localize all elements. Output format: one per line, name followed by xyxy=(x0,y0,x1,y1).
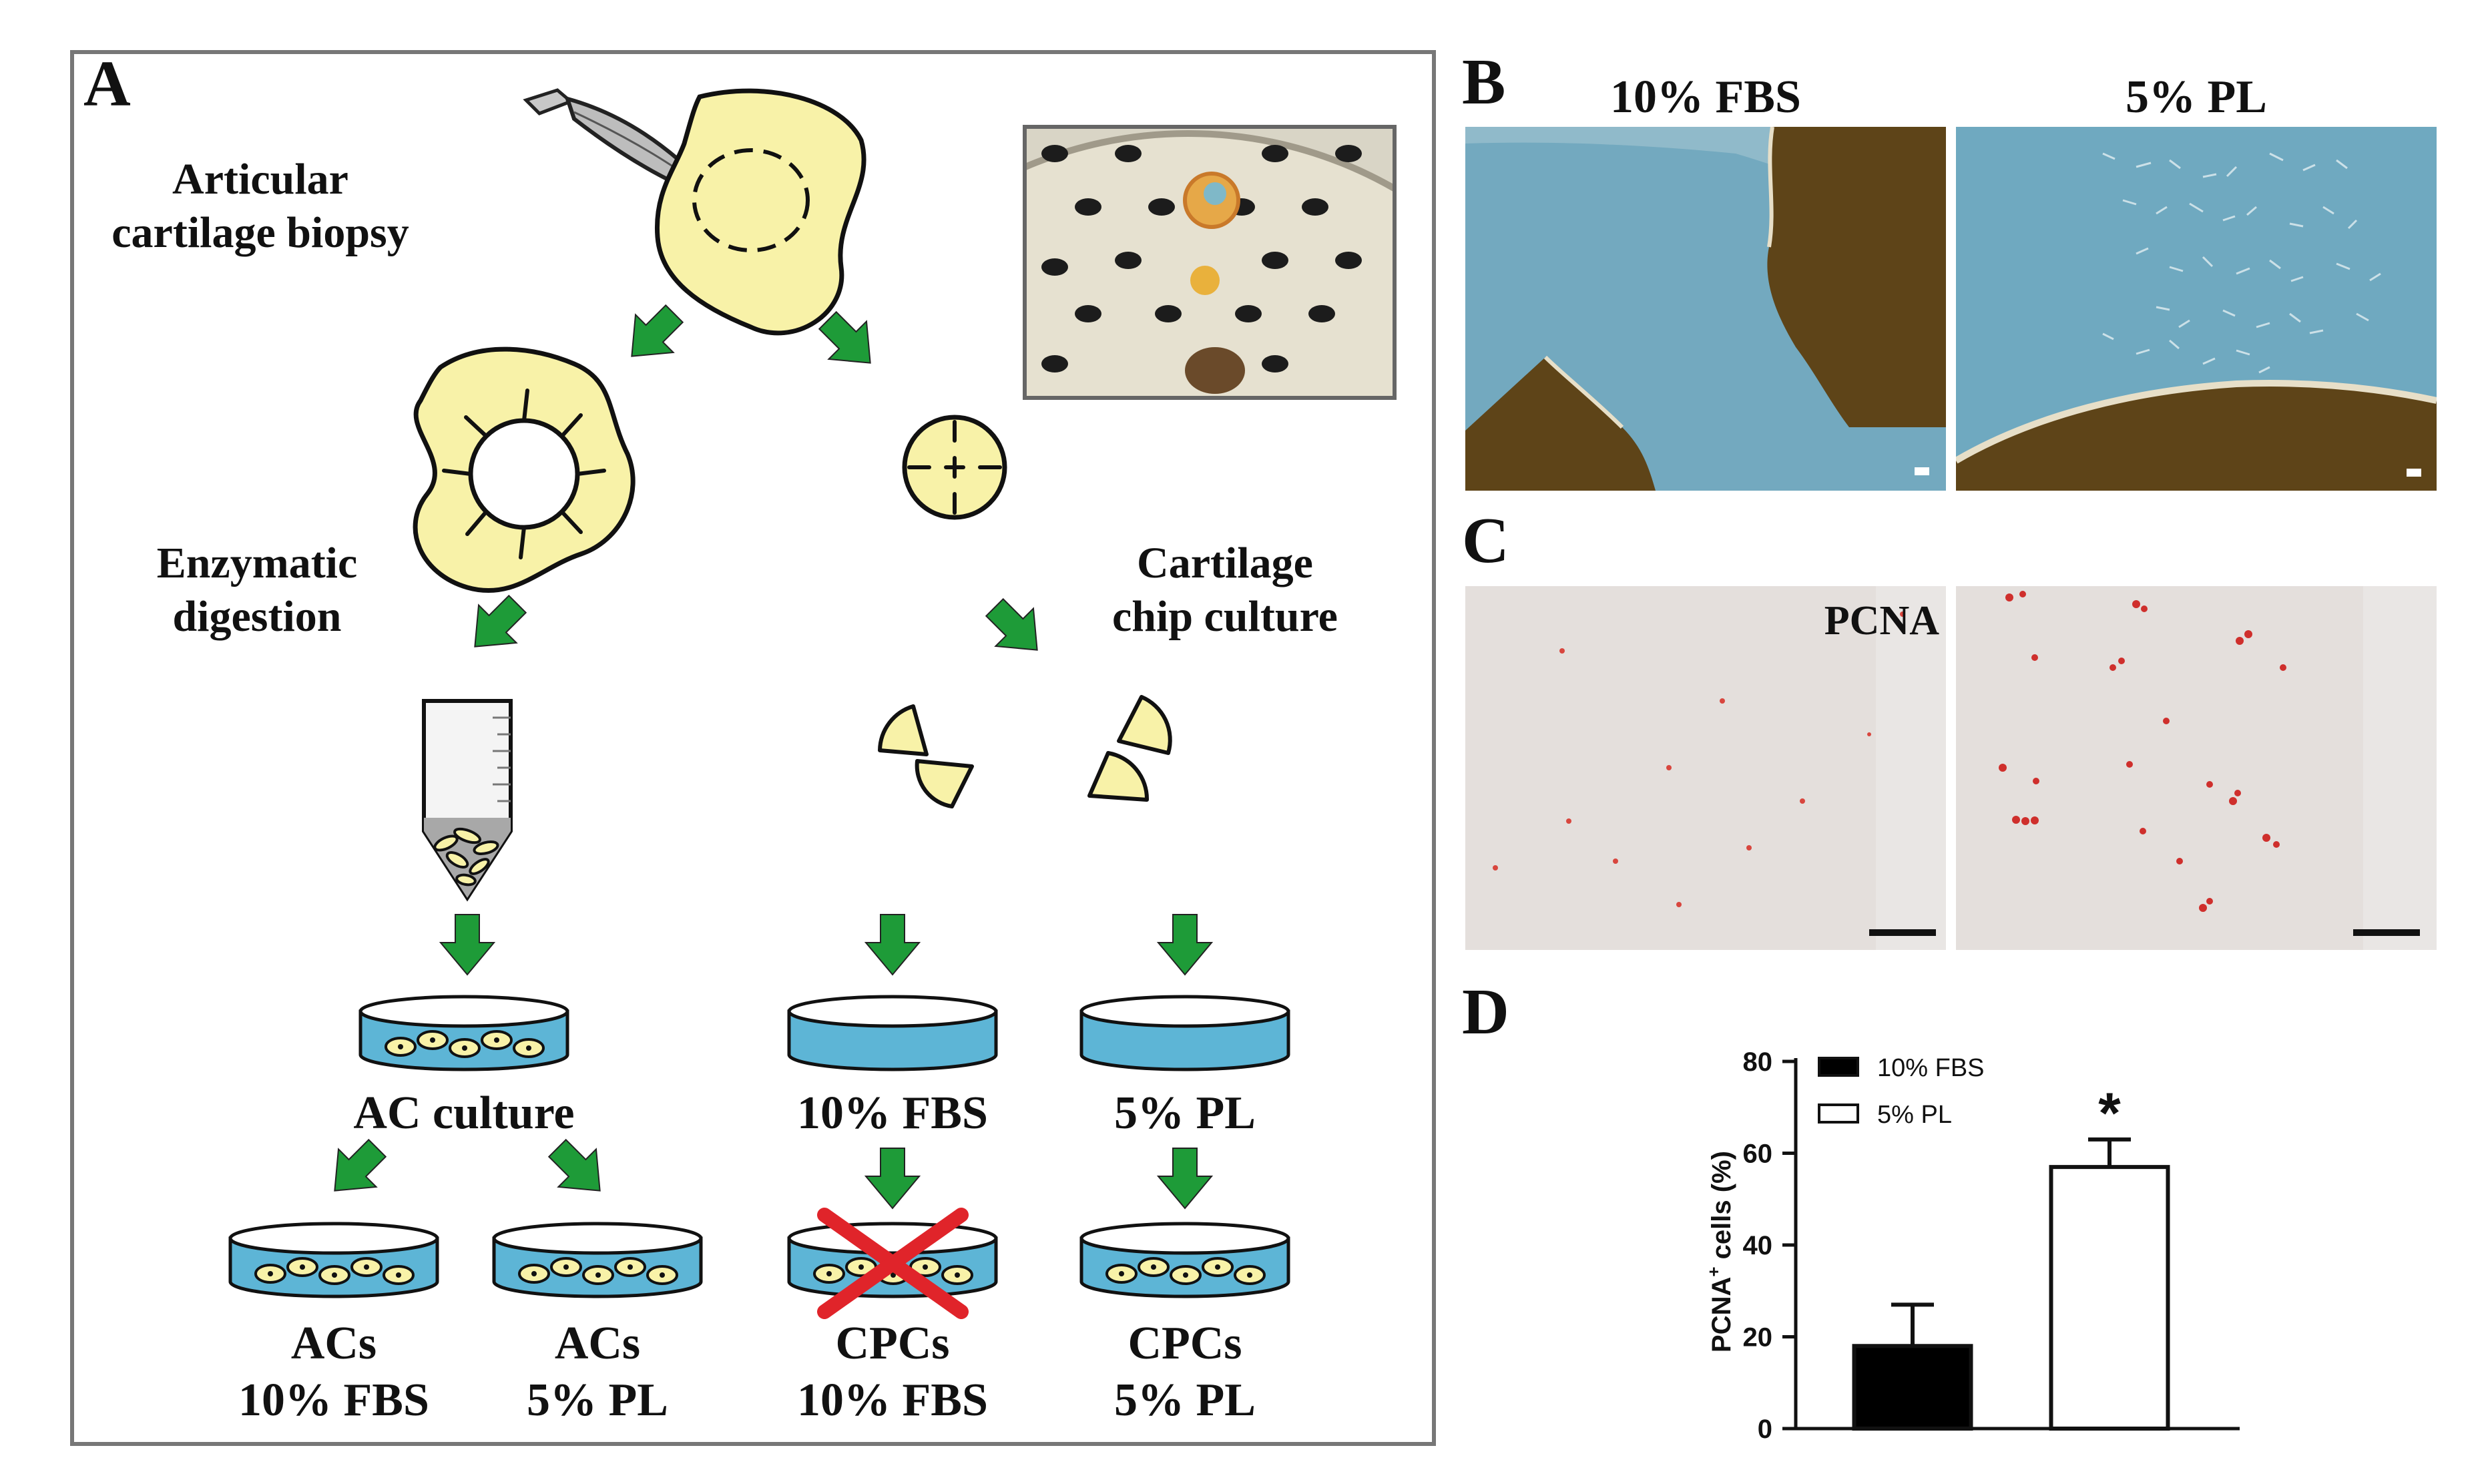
chip-fbs-dish-icon xyxy=(787,995,998,1071)
panel-d-letter: D xyxy=(1462,976,1509,1048)
y-tick-label: 60 xyxy=(1743,1140,1773,1169)
cartilage-fragments-icon xyxy=(878,695,1172,808)
panel-b-letter: B xyxy=(1462,46,1505,118)
panel-b: B 10% FBS 5% PL xyxy=(1462,46,2437,491)
arrow-to-chip-fbs xyxy=(864,914,921,976)
panel-b-label-pl: 5% PL xyxy=(2126,71,2267,123)
arrow-to-cpcs-fbs xyxy=(864,1148,921,1210)
panel-d: D 0 20 40 60 80 PCNA+ cells (%) 10% FBS 5% P… xyxy=(1462,976,2240,1444)
svg-text:Cartilage: Cartilage xyxy=(1137,539,1313,587)
chart-bars xyxy=(1852,1137,2170,1431)
legend-label-fbs: 10% FBS xyxy=(1877,1054,1985,1082)
significance-annotation: * xyxy=(2098,1081,2121,1146)
micrograph-pl xyxy=(1956,127,2437,491)
chip-pl-dish-icon xyxy=(1079,995,1290,1071)
svg-text:10% FBS: 10% FBS xyxy=(238,1375,429,1426)
svg-text:chip culture: chip culture xyxy=(1112,592,1338,641)
y-tick-label: 40 xyxy=(1743,1231,1773,1260)
svg-text:ACs: ACs xyxy=(291,1318,377,1369)
panel-a: A Articular cartilage biopsy xyxy=(70,48,1436,1446)
pcna-stain-pl xyxy=(1956,586,2437,950)
legend-label-pl: 5% PL xyxy=(1877,1101,1952,1129)
pcna-label: PCNA xyxy=(1824,598,1939,644)
ac-culture-label: AC culture xyxy=(353,1087,574,1139)
panel-c-letter: C xyxy=(1462,505,1509,577)
svg-text:ACs: ACs xyxy=(555,1318,640,1369)
digested-cartilage-icon xyxy=(413,346,636,593)
bottom-label-cpcs-fbs: CPCs 10% FBS xyxy=(797,1318,988,1426)
arrow-to-chip-pl xyxy=(1156,914,1214,976)
svg-text:CPCs: CPCs xyxy=(835,1318,949,1369)
panel-c: C PCNA xyxy=(1462,505,2437,950)
y-axis-label: PCNA+ cells (%) xyxy=(1704,1151,1736,1352)
y-tick-label: 80 xyxy=(1743,1047,1773,1077)
arrow-to-acs-fbs xyxy=(334,1138,387,1192)
bottom-label-acs-pl: ACs 5% PL xyxy=(527,1318,668,1426)
ac-culture-dish-icon xyxy=(358,995,569,1071)
svg-text:10% FBS: 10% FBS xyxy=(797,1375,988,1426)
svg-text:Enzymatic: Enzymatic xyxy=(157,539,358,587)
acs-fbs-dish-icon xyxy=(228,1222,439,1298)
y-ticks: 0 20 40 60 80 xyxy=(1743,1047,1796,1444)
acs-pl-dish-icon xyxy=(492,1222,703,1298)
svg-text:5% PL: 5% PL xyxy=(527,1375,668,1426)
micrograph-fbs xyxy=(1465,127,1946,491)
svg-text:CPCs: CPCs xyxy=(1128,1318,1242,1369)
chip-fbs-label: 10% FBS xyxy=(797,1087,988,1139)
enzymatic-label: Enzymatic digestion xyxy=(157,539,358,641)
svg-text:digestion: digestion xyxy=(172,592,341,641)
red-cross-icon xyxy=(817,1208,969,1319)
svg-text:Articular: Articular xyxy=(172,155,348,204)
y-tick-label: 20 xyxy=(1743,1323,1773,1352)
bottom-label-acs-fbs: ACs 10% FBS xyxy=(238,1318,429,1426)
arrow-to-fragments xyxy=(985,597,1038,651)
pcna-stain-fbs xyxy=(1465,586,1946,950)
svg-text:cartilage biopsy: cartilage biopsy xyxy=(111,208,409,257)
cartilage-biopsy-icon xyxy=(654,88,866,336)
svg-text:5% PL: 5% PL xyxy=(1114,1375,1256,1426)
y-tick-label: 0 xyxy=(1758,1415,1772,1444)
arrow-to-ac-culture xyxy=(439,914,496,976)
panel-a-letter: A xyxy=(83,48,131,120)
cpcs-pl-dish-icon xyxy=(1079,1222,1290,1298)
biopsy-label: Articular cartilage biopsy xyxy=(111,155,409,257)
arrow-to-cpcs-pl xyxy=(1156,1148,1214,1210)
panel-b-label-fbs: 10% FBS xyxy=(1610,71,1801,123)
bar-pl xyxy=(2049,1165,2170,1431)
arrow-to-acs-pl xyxy=(547,1138,601,1192)
arrow-to-enzymatic xyxy=(631,304,684,357)
chip-label: Cartilage chip culture xyxy=(1112,539,1338,641)
arrow-to-chip xyxy=(818,310,871,364)
chip-pl-label: 5% PL xyxy=(1114,1087,1256,1139)
bottom-label-cpcs-pl: CPCs 5% PL xyxy=(1114,1318,1256,1426)
legend-swatch-pl xyxy=(1818,1103,1859,1124)
legend-swatch-fbs xyxy=(1818,1057,1859,1077)
explant-photo xyxy=(1023,125,1397,400)
cartilage-chip-icon xyxy=(902,415,1007,520)
bar-fbs xyxy=(1852,1344,1973,1431)
chart-legend: 10% FBS 5% PL xyxy=(1818,1054,1985,1129)
arrow-to-tube xyxy=(474,594,527,648)
